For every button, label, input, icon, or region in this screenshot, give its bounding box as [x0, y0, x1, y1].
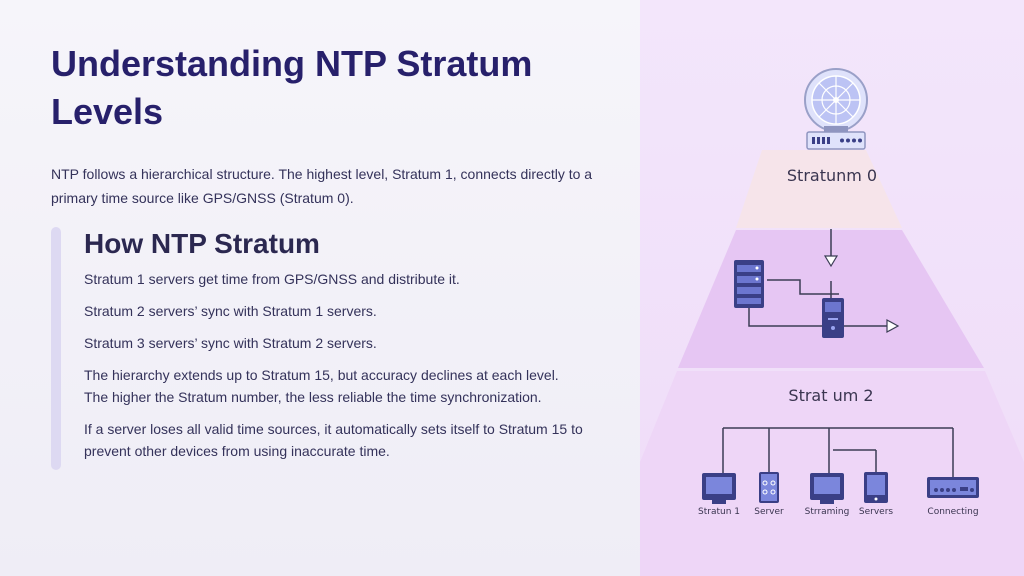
page-title: Understanding NTP Stratum Levels	[51, 43, 533, 132]
accent-bar	[51, 227, 61, 470]
intro-paragraph: NTP follows a hierarchical structure. Th…	[51, 166, 593, 206]
tier-0-band	[736, 150, 902, 228]
tier-2-connections	[722, 427, 954, 477]
atomic-clock-icon	[804, 68, 868, 150]
text-panel: Understanding NTP Stratum Levels NTP fol…	[0, 0, 640, 576]
device-label: Strraming	[805, 507, 850, 517]
rack-server-icon	[734, 260, 764, 308]
down-arrow-icon	[823, 255, 839, 268]
point-item: Stratum 3 servers’ sync with Stratum 2 s…	[84, 335, 377, 351]
tier-0-label: Stratunm 0	[787, 166, 877, 185]
device-label: Connecting	[927, 507, 978, 517]
tower-server-icon	[822, 298, 844, 338]
stratum-pyramid-diagram: Stratunm 0 Strat um 2	[640, 68, 1024, 576]
point-item: If a server loses all valid time sources…	[84, 421, 583, 459]
right-arrow-icon	[886, 318, 900, 334]
device-label: Server	[754, 507, 784, 517]
network-switch-icon	[927, 477, 979, 498]
diagram-panel: Stratunm 0 Strat um 2	[640, 0, 1024, 576]
server-unit-icon	[864, 472, 888, 503]
monitor-icon	[702, 473, 736, 504]
tier-2-label: Strat um 2	[788, 386, 873, 405]
device-label: Servers	[859, 507, 894, 517]
points-list: Stratum 1 servers get time from GPS/GNSS…	[84, 268, 584, 472]
point-item: The hierarchy extends up to Stratum 15, …	[84, 367, 559, 405]
device-label: Stratun 1	[698, 507, 740, 517]
point-item: Stratum 2 servers’ sync with Stratum 1 s…	[84, 303, 377, 319]
section-heading: How NTP Stratum	[84, 228, 320, 259]
server-unit-icon	[759, 472, 779, 503]
point-item: Stratum 1 servers get time from GPS/GNSS…	[84, 271, 460, 287]
monitor-icon	[810, 473, 844, 504]
